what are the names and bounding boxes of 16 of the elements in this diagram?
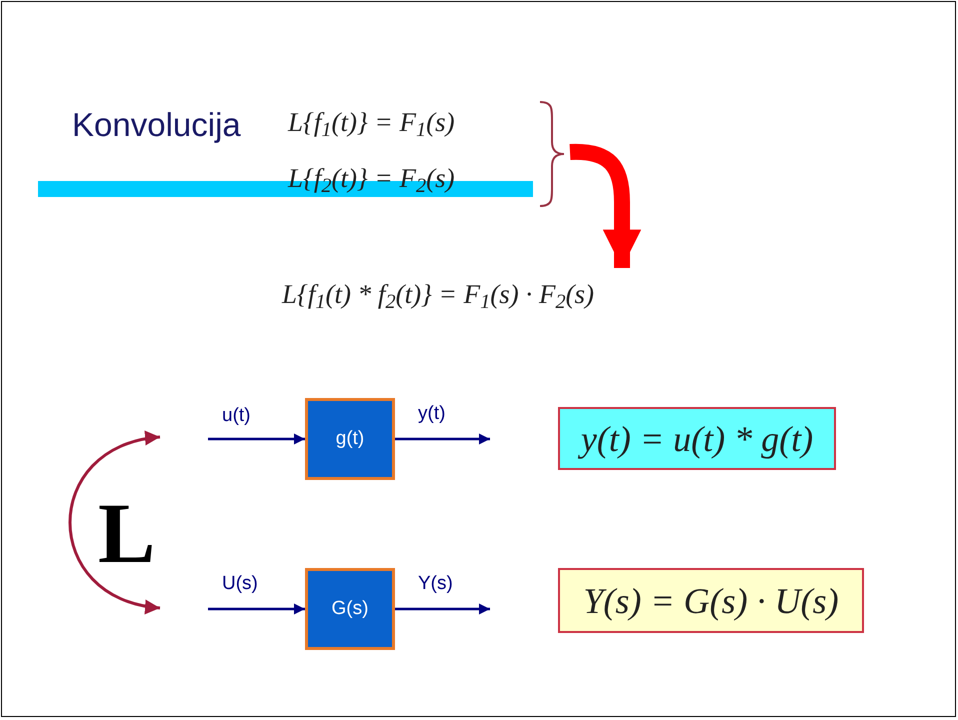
equation-text: L{f$_{1}$(t) * f$_{2}$(t)} = F$_{1}$(s) · F$_{2}$(s) bbox=[282, 278, 596, 314]
block-box: g(t) bbox=[305, 398, 395, 480]
edge-label: u(t) bbox=[222, 404, 250, 428]
arrow bbox=[395, 433, 490, 445]
equation: L{f$_{1}$(t)} = F$_{1}$(s) bbox=[288, 106, 455, 142]
edge-label: Y(s) bbox=[418, 572, 453, 596]
title: Konvolucija bbox=[72, 105, 241, 145]
arrow bbox=[395, 603, 490, 615]
block-box: G(s) bbox=[305, 568, 395, 650]
equation-box: y(t) = u(t) * g(t) bbox=[558, 407, 836, 470]
arrow bbox=[208, 603, 305, 615]
equation-box: Y(s) = G(s) · U(s) bbox=[558, 568, 864, 633]
edge-label: U(s) bbox=[222, 572, 258, 596]
arrow bbox=[208, 433, 305, 445]
transform-symbol: L bbox=[98, 490, 156, 576]
edge-label: y(t) bbox=[418, 402, 446, 426]
